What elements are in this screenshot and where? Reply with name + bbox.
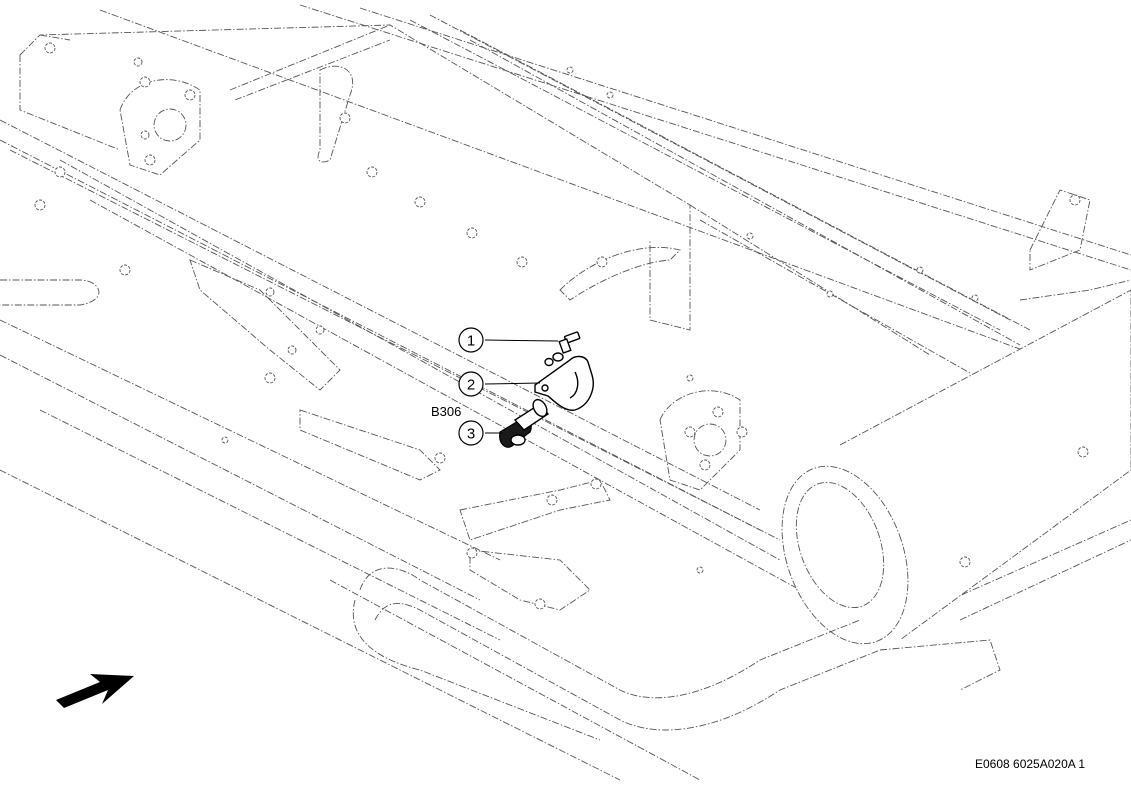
sensor-part [499,398,550,448]
sensor-assembly [499,331,594,448]
callout-2: 2 [458,371,541,397]
callout-number-1: 1 [467,333,475,350]
direction-arrow-icon [56,674,134,708]
callout-number-2: 2 [467,377,475,394]
washer-part [544,352,564,367]
callout-3: 3 [458,420,503,446]
callout-number-3: 3 [467,426,475,443]
bracket-part [534,355,594,411]
callout-1: 1 [458,327,559,353]
bolt-part [558,331,581,354]
component-label: B306 [431,404,461,419]
machine-frame-ghost [0,4,1131,781]
drawing-reference: E0608 6025A020A 1 [975,757,1085,771]
